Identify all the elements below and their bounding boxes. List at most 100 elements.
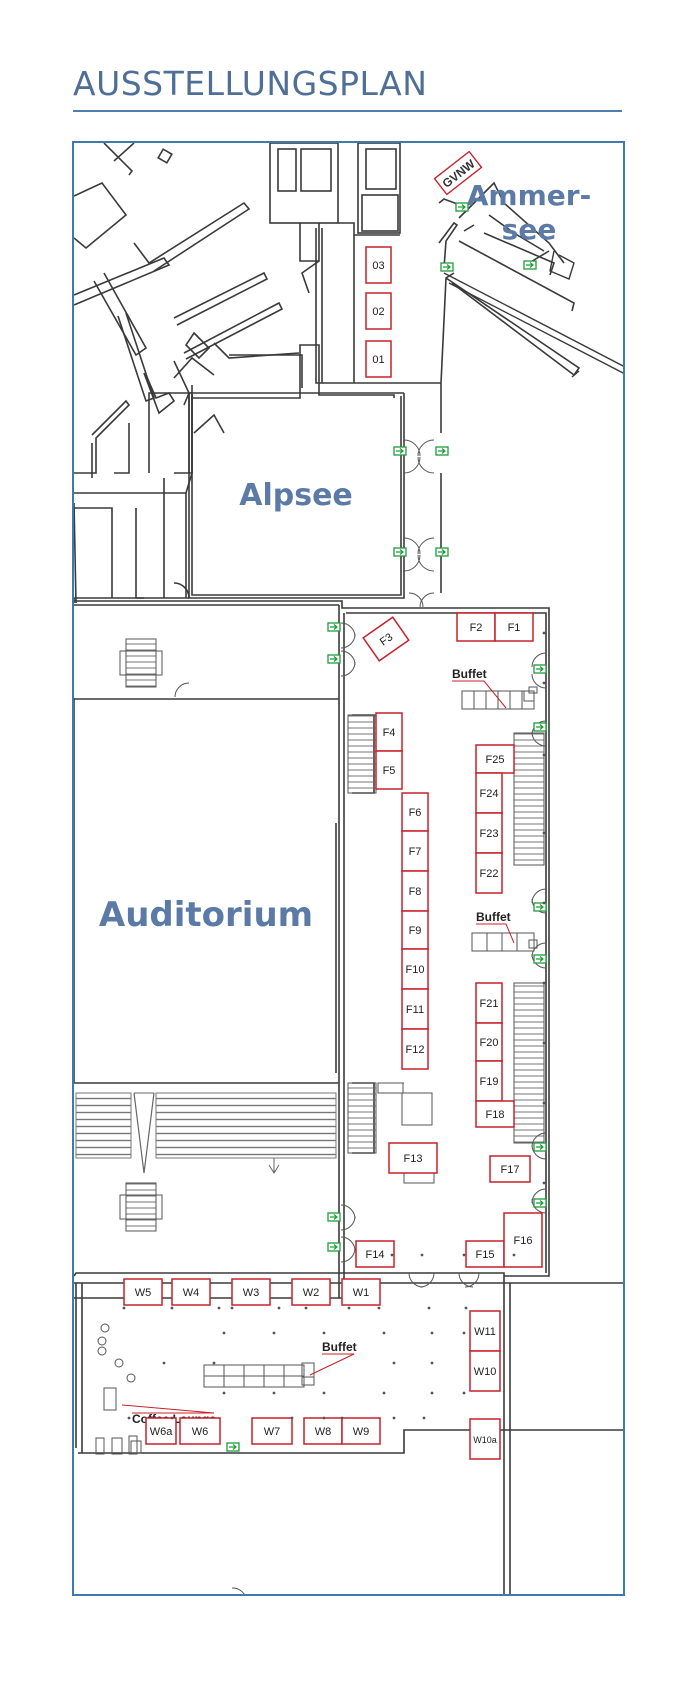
column-dot — [542, 631, 546, 635]
booth-w3: W3 — [231, 1278, 271, 1306]
booth-box — [475, 1060, 503, 1102]
booth-f24: F24 — [475, 772, 503, 814]
booth-w5: W5 — [123, 1278, 163, 1306]
booth-label: F24 — [480, 788, 499, 800]
column-dot — [462, 1391, 466, 1395]
exit-sign-icon — [327, 622, 341, 632]
column-dot — [462, 1331, 466, 1335]
column-dot — [430, 1361, 434, 1365]
booth-box — [469, 1418, 501, 1460]
booth-f3: F3 — [362, 616, 410, 662]
booth-box — [401, 870, 429, 912]
exit-sign-icon — [533, 954, 547, 964]
booth-f1: F1 — [494, 612, 534, 642]
exit-sign-icon — [226, 1442, 240, 1452]
booth-label: F8 — [409, 886, 422, 898]
booth-box — [341, 1278, 381, 1306]
room-label-alpsee: Alpsee — [239, 478, 353, 513]
exit-sign-icon — [533, 722, 547, 732]
column-dot — [542, 1041, 546, 1045]
exit-sign-icon — [435, 446, 449, 456]
column-dot — [542, 681, 546, 685]
booth-label: F6 — [409, 807, 422, 819]
booth-label: F23 — [480, 828, 499, 840]
floor-plan-drawing: Ammer- see Alpsee Auditorium GVNW Buffet… — [74, 143, 623, 1594]
booth-label: 01 — [372, 354, 384, 366]
exit-sign-icon — [533, 1142, 547, 1152]
column-dot — [382, 1391, 386, 1395]
column-dot — [422, 1416, 426, 1420]
column-dot — [170, 1306, 174, 1310]
exit-sign-icon — [327, 654, 341, 664]
booth-box — [251, 1417, 293, 1445]
booth-f23: F23 — [475, 812, 503, 854]
booth-box — [475, 744, 515, 774]
booth-label: 03 — [372, 260, 384, 272]
booth-f7: F7 — [401, 830, 429, 872]
booth-box — [401, 792, 429, 832]
booth-box — [401, 830, 429, 872]
booth-box — [123, 1278, 163, 1306]
booth-box — [475, 812, 503, 854]
booth-label: F2 — [470, 622, 483, 634]
booth-01: 01 — [365, 340, 392, 378]
column-dot — [542, 901, 546, 905]
booth-box — [503, 1212, 543, 1268]
booth-label: W1 — [353, 1287, 370, 1299]
booth-box — [475, 852, 503, 894]
column-dot — [230, 1306, 234, 1310]
booth-w8: W8 — [303, 1417, 343, 1445]
booth-box — [469, 1350, 501, 1392]
booth-label: F12 — [406, 1044, 425, 1056]
booth-f21: F21 — [475, 982, 503, 1024]
column-dot — [277, 1306, 281, 1310]
booth-f15: F15 — [465, 1240, 505, 1268]
booth-w9: W9 — [341, 1417, 381, 1445]
booth-label: F4 — [383, 727, 396, 739]
column-dot — [392, 1416, 396, 1420]
room-label-ammersee-2: see — [502, 213, 557, 246]
booth-label: F17 — [501, 1164, 520, 1176]
buffet-label-3: Buffet — [322, 1340, 357, 1354]
booth-box — [171, 1278, 211, 1306]
booth-box — [231, 1278, 271, 1306]
booth-label: F22 — [480, 868, 499, 880]
column-dot — [170, 1416, 174, 1420]
booth-label: F5 — [383, 765, 396, 777]
booth-box — [375, 712, 403, 752]
booth-w4: W4 — [171, 1278, 211, 1306]
column-dot — [304, 1306, 308, 1310]
booth-w7: W7 — [251, 1417, 293, 1445]
booth-label: F1 — [508, 622, 521, 634]
exit-sign-icon — [393, 446, 407, 456]
walls — [74, 143, 623, 1594]
booth-w11: W11 — [469, 1310, 501, 1352]
booth-f4: F4 — [375, 712, 403, 752]
booth-f20: F20 — [475, 1022, 503, 1062]
room-label-ammersee-1: Ammer- — [467, 179, 591, 212]
floor-plan: Ammer- see Alpsee Auditorium GVNW Buffet… — [72, 141, 625, 1596]
booth-label: W7 — [264, 1426, 281, 1438]
booth-box — [365, 246, 392, 284]
booth-w6: W6 — [179, 1417, 221, 1445]
booth-label: W9 — [353, 1426, 370, 1438]
column-dot — [290, 1416, 294, 1420]
exit-sign-icon — [533, 902, 547, 912]
exit-sign-icon — [327, 1212, 341, 1222]
exit-sign-icon — [393, 547, 407, 557]
booth-box — [375, 750, 403, 790]
booth-label: W6 — [192, 1426, 209, 1438]
booth-box — [179, 1417, 221, 1445]
booth-f9: F9 — [401, 910, 429, 950]
booth-label: W10a — [473, 1435, 497, 1445]
booth-label: F9 — [409, 925, 422, 937]
booth-box — [388, 1142, 438, 1174]
booth-f16: F16 — [503, 1212, 543, 1268]
booth-f17: F17 — [489, 1155, 531, 1183]
column-dots — [122, 631, 546, 1420]
column-dot — [542, 981, 546, 985]
exit-sign-icon — [435, 547, 449, 557]
booth-box — [494, 612, 534, 642]
booth-box — [355, 1240, 395, 1268]
